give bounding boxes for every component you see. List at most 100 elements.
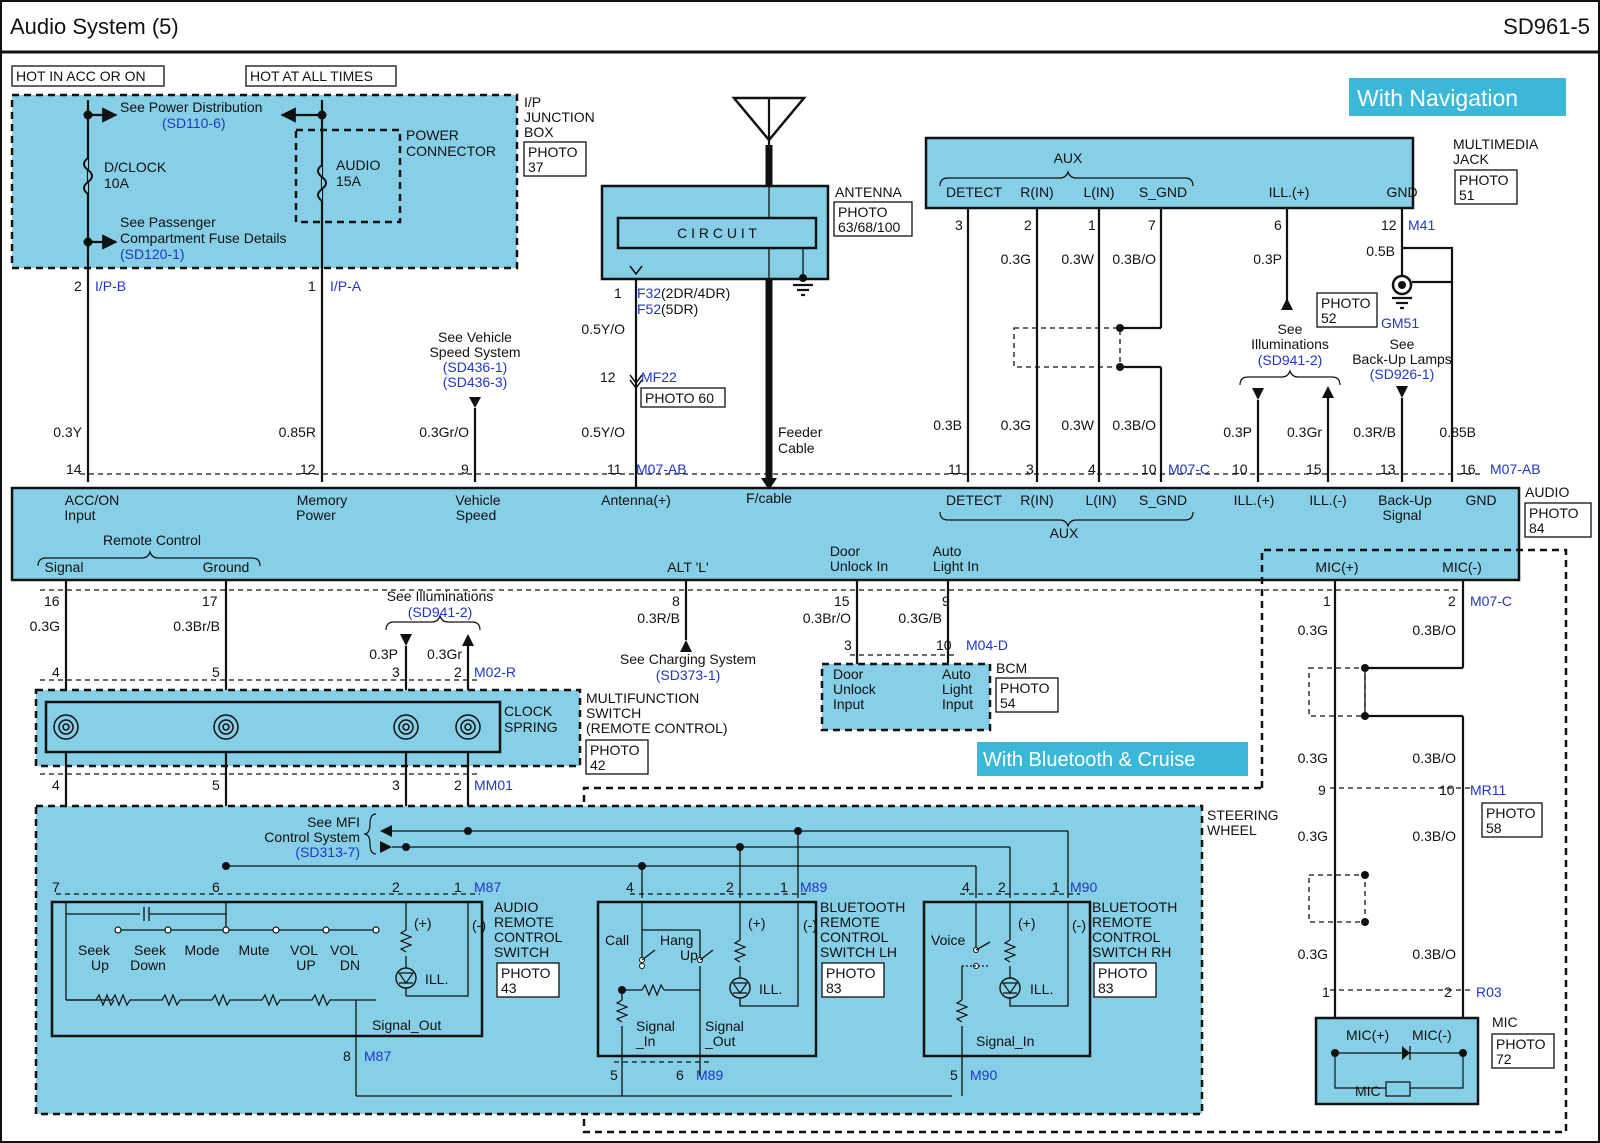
audio-remote: Remote Control [103,532,201,548]
lower-see-ill-ref[interactable]: (SD941-2) [408,604,473,620]
m89-pin-4: 4 [626,879,634,895]
mic-pin-2: 2 [1444,984,1452,1000]
mic-w6: 0.3B/O [1412,828,1456,844]
lpin-1: 1 [1323,593,1331,609]
m89-connector: M89 [800,879,827,895]
mfi-ref-link[interactable]: (SD313-7) [295,844,360,860]
sw2-hang-2: Up [680,947,698,963]
steering-wheel: STEERING WHEEL See MFI Control System (S… [34,804,1279,1116]
sw2-photo: PHOTO [826,965,876,981]
hot-all-label: HOT AT ALL TIMES [250,68,373,84]
lw-alt: 0.3R/B [637,610,680,626]
mfs-label-1: MULTIFUNCTION [586,690,699,706]
charging-ref-link[interactable]: (SD373-1) [656,667,721,683]
audio-rin: R(IN) [1020,492,1053,508]
sw2-call: Call [605,932,629,948]
see-ill-2: Illuminations [1251,336,1329,352]
sw1-seek-dn-2: Down [130,957,166,973]
mic-section: 0.3G 0.3B/O 0.3G 0.3B/O 9 10 MR11 PHOTO … [1298,580,1555,1106]
wire-illm: 0.3Gr [1287,424,1322,440]
m02-pin-5: 5 [212,664,220,680]
photo-58-no: 58 [1486,820,1502,836]
f52-connector: F52 [637,301,661,317]
antenna-block: C I R C U I T ANTENNA PHOTO 63/68/100 1 … [581,96,913,490]
m90-pin-4: 4 [962,879,970,895]
see-ill-1: See [1278,321,1303,337]
bcm-door-3: Input [833,696,864,712]
mm-pin-7: 7 [1148,217,1156,233]
f32-note: (2DR/4DR) [661,285,730,301]
lw-p: 0.3P [369,646,398,662]
bcm-photo-no: 54 [1000,695,1016,711]
audio-back-1: Back-Up [1378,492,1432,508]
mic-plus: MIC(+) [1346,1027,1389,1043]
audio-illp: ILL.(+) [1234,492,1275,508]
photo-58: PHOTO [1486,805,1536,821]
sw2-plus: (+) [748,915,766,931]
feeder-label: Feeder [778,424,823,440]
mm01-connector: MM01 [474,777,513,793]
lpin-15: 15 [834,593,850,609]
wire-rin: 0.3G [1001,417,1031,433]
audio-acc-1: ACC/ON [65,492,119,508]
sw1-seek-up-1: Seek [78,942,111,958]
ip-label-1: I/P [524,94,541,110]
audio-mem-1: Memory [297,492,348,508]
mic-pin-10: 10 [1439,782,1455,798]
mm-label-2: JACK [1453,151,1489,167]
sw2-label-3: CONTROL [820,929,889,945]
see-ill-ref-link[interactable]: (SD941-2) [1258,352,1323,368]
mic-w3: 0.3G [1298,750,1328,766]
audio-unit: ACC/ON Input Memory Power Vehicle Speed … [10,484,1592,582]
sw2-hang-1: Hang [660,932,693,948]
bcm-auto-3: Input [942,696,973,712]
power-connector-label-2: CONNECTOR [406,143,496,159]
audio-lin: L(IN) [1085,492,1116,508]
m90-pin-1: 1 [1052,879,1060,895]
lw-auto: 0.3G/B [898,610,942,626]
sw1-photo-no: 43 [501,980,517,996]
m87-pin-6: 6 [212,879,220,895]
power-ref-link[interactable]: (SD110-6) [162,115,226,131]
audio-fuse-amp: 15A [336,173,362,189]
see-passenger-text: See Passenger [120,214,216,230]
audio-sgnd: S_GND [1139,492,1187,508]
lpin-2: 2 [1448,593,1456,609]
audio-acc-2: Input [64,507,95,523]
sw1-label-1: AUDIO [494,899,538,915]
m89-pin-2: 2 [726,879,734,895]
lpin-8: 8 [672,593,680,609]
m90-pin-2: 2 [998,879,1006,895]
speed-ref-2-link[interactable]: (SD436-3) [443,374,508,390]
sw3-photo-no: 83 [1098,980,1114,996]
f32-connector: F32 [637,285,661,301]
m87-pin-7: 7 [52,879,60,895]
mm-gnd: GND [1386,184,1417,200]
antenna-wire-a: 0.5Y/O [581,321,625,337]
mm-ill: ILL.(+) [1269,184,1310,200]
speed-ref-1-link[interactable]: (SD436-1) [443,359,508,375]
mic-w1: 0.3G [1298,622,1328,638]
sw2-minus: (-) [803,917,817,933]
mic-w7: 0.3G [1298,946,1328,962]
m87-connector: M87 [474,879,501,895]
sw3-label-2: REMOTE [1092,914,1152,930]
mm-pin-3: 3 [955,217,963,233]
audio-micm: MIC(-) [1442,559,1482,575]
pin-10b: 10 [1232,461,1248,477]
passenger-ref-link[interactable]: (SD120-1) [120,246,185,262]
m02-pin-3: 3 [392,664,400,680]
mm-aux: AUX [1054,150,1083,166]
sw2-label-1: BLUETOOTH [820,899,905,915]
sw1-label-2: REMOTE [494,914,554,930]
see-backup-ref-link[interactable]: (SD926-1) [1370,366,1435,382]
sw3-label-1: BLUETOOTH [1092,899,1177,915]
ip-photo-no: 37 [528,159,544,175]
ip-label-2: JUNCTION [524,109,595,125]
m07-c-lower: M07-C [1470,593,1512,609]
pin-15: 15 [1306,461,1322,477]
m87-pin-8: 8 [343,1048,351,1064]
dclock-amp: 10A [104,175,130,191]
mic-w4: 0.3B/O [1412,750,1456,766]
clock-label-1: CLOCK [504,703,553,719]
